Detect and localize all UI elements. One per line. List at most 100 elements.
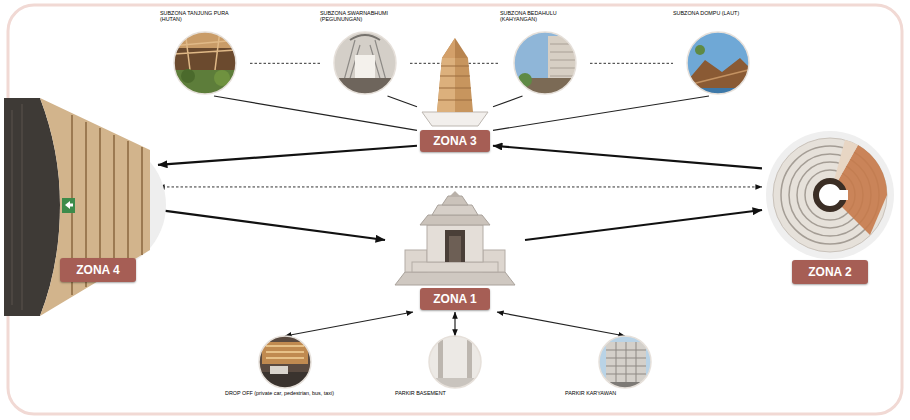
illustration-part bbox=[255, 333, 315, 393]
illustration-part bbox=[334, 32, 396, 94]
connector-line bbox=[285, 312, 413, 336]
illustration-part bbox=[432, 205, 478, 215]
illustration-part bbox=[437, 58, 473, 112]
gate-building bbox=[395, 191, 515, 285]
connector-line bbox=[493, 146, 762, 169]
illustration-part bbox=[330, 30, 400, 100]
connector-line bbox=[158, 146, 417, 165]
connector-line bbox=[388, 96, 418, 107]
zone-block: ZONA 3 bbox=[417, 36, 493, 154]
illustration-part bbox=[766, 131, 894, 259]
illustration-part bbox=[683, 30, 753, 100]
zone-block: ZONA 4 bbox=[8, 92, 158, 317]
zone-block: ZONA 2 bbox=[762, 130, 897, 290]
access-label: PARKIR BASEMENT bbox=[395, 390, 446, 396]
subzone-label: SUBZONA BEDAHULU (KAHYANGAN) bbox=[500, 10, 590, 23]
connector-line bbox=[158, 186, 762, 187]
mountain-interior-picture bbox=[330, 30, 400, 100]
illustration-part bbox=[550, 44, 578, 76]
illustration-part bbox=[355, 55, 375, 78]
illustration-part bbox=[255, 372, 315, 393]
connector-line bbox=[590, 63, 673, 64]
illustration-part bbox=[773, 138, 887, 252]
access-circle: DROP OFF (private car, pedestrian, bus, … bbox=[225, 336, 345, 406]
subzone-label: SUBZONA TANJUNG PURA (HUTAN) bbox=[160, 10, 250, 23]
illustration-part bbox=[836, 190, 848, 200]
illustration-part bbox=[350, 35, 380, 40]
connector-line bbox=[493, 96, 709, 130]
illustration-part bbox=[395, 272, 515, 285]
illustration-part bbox=[65, 201, 73, 209]
illustration-part bbox=[412, 262, 498, 272]
illustration-part bbox=[429, 336, 481, 388]
zone-label: ZONA 2 bbox=[792, 260, 868, 284]
illustration-part bbox=[442, 196, 468, 205]
illustration-part bbox=[467, 340, 472, 380]
facade-picture bbox=[4, 98, 166, 316]
illustration-part bbox=[683, 30, 753, 100]
illustration-part bbox=[270, 366, 288, 374]
connector-line bbox=[250, 63, 320, 64]
illustration-part bbox=[425, 333, 485, 393]
subzone-label: SUBZONA SWARNABHUMI (PEGUNUNGAN) bbox=[320, 10, 410, 23]
connector-line bbox=[454, 312, 455, 336]
access-label: PARKIR KARYAWAN bbox=[565, 390, 616, 396]
illustration-part bbox=[514, 32, 576, 94]
illustration-part bbox=[40, 98, 150, 316]
connector-line bbox=[525, 210, 762, 240]
illustration-part bbox=[170, 30, 240, 100]
staff-parking-picture bbox=[595, 333, 655, 393]
illustration-part bbox=[510, 30, 580, 100]
illustration-part bbox=[599, 336, 651, 388]
drop-off-picture bbox=[255, 333, 315, 393]
illustration-part bbox=[259, 336, 311, 388]
illustration-part bbox=[438, 66, 472, 100]
illustration-part bbox=[695, 45, 705, 55]
subzone-circle: SUBZONA TANJUNG PURA (HUTAN) bbox=[160, 10, 250, 96]
illustration-part bbox=[595, 333, 655, 393]
illustration-part bbox=[830, 145, 887, 235]
connector-line bbox=[497, 312, 625, 336]
forest-interior-picture bbox=[170, 30, 240, 100]
round-plan-picture bbox=[766, 131, 894, 259]
illustration-part bbox=[420, 215, 490, 225]
illustration-part bbox=[450, 191, 460, 196]
illustration-part bbox=[510, 30, 580, 100]
illustration-part bbox=[445, 230, 465, 262]
illustration-part bbox=[442, 38, 455, 58]
heaven-exterior-picture bbox=[510, 30, 580, 100]
illustration-part bbox=[425, 333, 485, 393]
illustration-part bbox=[688, 58, 752, 88]
illustration-part bbox=[692, 70, 748, 84]
illustration-part bbox=[330, 30, 400, 100]
zone-label: ZONA 1 bbox=[420, 288, 490, 310]
illustration-part bbox=[422, 112, 488, 126]
illustration-part bbox=[687, 32, 749, 94]
zone-label: ZONA 4 bbox=[60, 258, 136, 282]
frame-outline bbox=[8, 5, 902, 414]
illustration-part bbox=[12, 104, 22, 310]
zone-block: ZONA 1 bbox=[385, 190, 525, 312]
tower-building bbox=[422, 38, 488, 126]
illustration-part bbox=[442, 38, 468, 58]
illustration-part bbox=[438, 340, 443, 380]
subzone-circle: SUBZONA BEDAHULU (KAHYANGAN) bbox=[500, 10, 590, 96]
illustration-part bbox=[518, 73, 532, 87]
illustration-part bbox=[262, 342, 308, 364]
connector-line bbox=[493, 96, 523, 107]
subzone-circle: SUBZONA DOMPU (LAUT) bbox=[673, 10, 763, 96]
illustration-part bbox=[606, 342, 646, 382]
sea-exterior-picture bbox=[683, 30, 753, 100]
access-circle: PARKIR KARYAWAN bbox=[565, 336, 685, 406]
illustration-part bbox=[427, 225, 483, 262]
illustration-part bbox=[606, 342, 646, 382]
illustration-part bbox=[255, 333, 315, 393]
illustration-part bbox=[595, 333, 655, 393]
illustration-part bbox=[62, 198, 75, 213]
illustration-part bbox=[181, 69, 195, 83]
illustration-part bbox=[266, 346, 304, 358]
access-label: DROP OFF (private car, pedestrian, bus, … bbox=[225, 390, 334, 396]
access-circle: PARKIR BASEMENT bbox=[395, 336, 515, 406]
